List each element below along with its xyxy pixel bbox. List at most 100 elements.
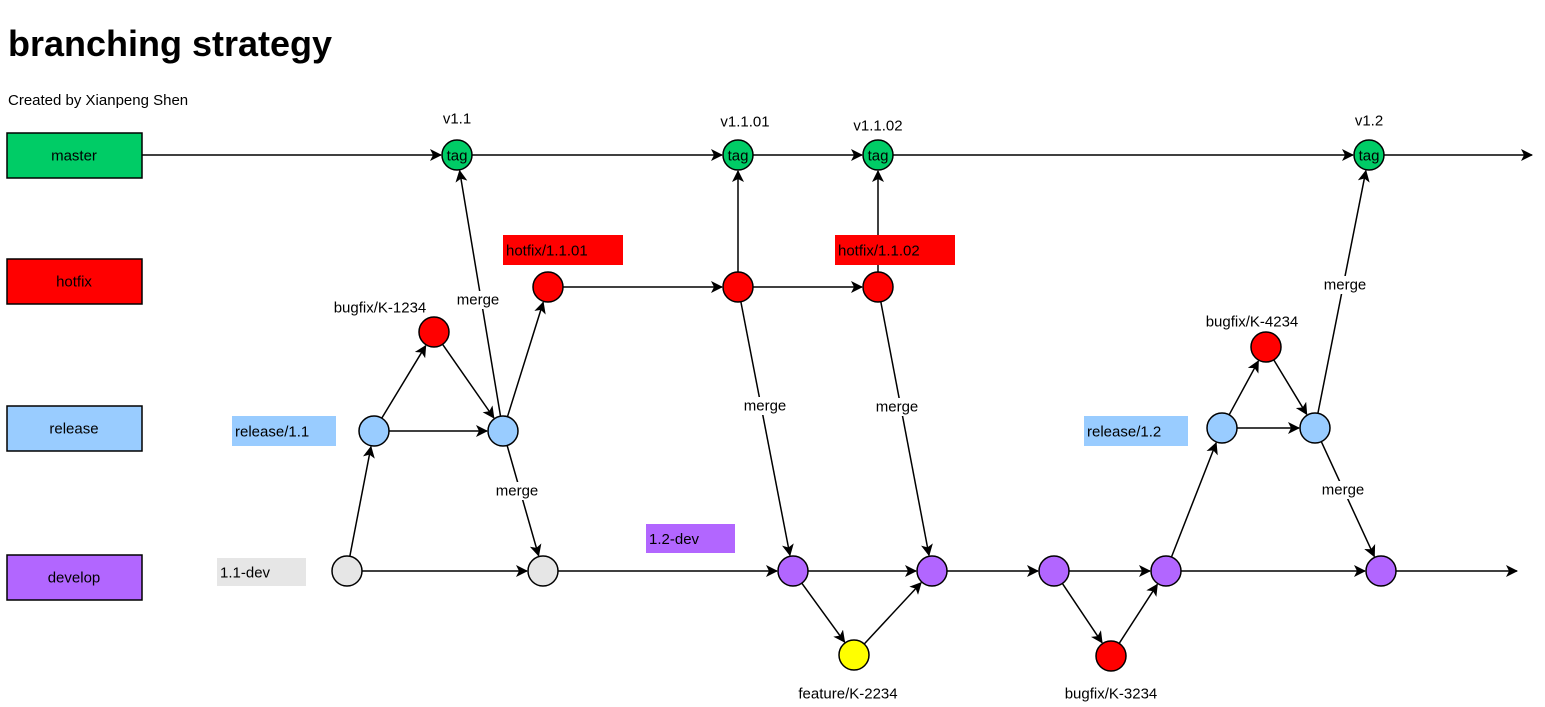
lane-develop-label: develop	[48, 570, 101, 587]
bugfix-node	[1250, 331, 1282, 363]
hotfix-node	[722, 271, 754, 303]
develop-node	[1365, 555, 1397, 587]
merge-label: merge	[496, 483, 539, 500]
merge-label: merge	[1322, 482, 1365, 499]
branch-name-bugfix-3: bugfix/K-3234	[1065, 686, 1158, 703]
diagram-title: branching strategy	[8, 23, 333, 64]
commit-node-d5	[1038, 555, 1070, 587]
branch-tag-hotfix-1-1-01: hotfix/1.1.01	[503, 235, 623, 265]
lane-develop: develop	[6, 554, 143, 601]
tag-node-text: tag	[868, 148, 889, 165]
commit-node-d2	[527, 555, 559, 587]
merge-label-bg	[739, 397, 791, 415]
commit-node-h2	[722, 271, 754, 303]
commit-node-h3	[862, 271, 894, 303]
branch-tag-hotfix-1-1-02-text: hotfix/1.1.02	[838, 243, 920, 260]
commit-node-d7	[1365, 555, 1397, 587]
edge-b4-to-r4	[1273, 359, 1308, 416]
branch-tag-dev-1-2-text: 1.2-dev	[649, 531, 700, 548]
edge-b1-to-r2	[441, 343, 495, 419]
edge-h2-to-d3	[740, 301, 794, 557]
release-node	[1299, 412, 1331, 444]
lane-hotfix-box	[6, 258, 143, 305]
branch-tag-hotfix-1-1-02: hotfix/1.1.02	[835, 235, 955, 265]
edge-d1-to-r1	[349, 445, 375, 557]
commit-node-r3	[1206, 412, 1238, 444]
branch-name-bugfix-4: bugfix/K-4234	[1206, 314, 1299, 331]
lane-develop-box	[6, 554, 143, 601]
edge-r3-to-b4	[1228, 360, 1260, 416]
branch-tag-hotfix-1-1-02-box	[835, 235, 955, 265]
lane-legend: master hotfix release develop	[6, 132, 143, 601]
branch-name-tags: hotfix/1.1.01 hotfix/1.1.02 release/1.1 rel…	[217, 235, 1188, 586]
edge-h3-to-d4	[880, 301, 933, 557]
commit-node-t4: tag	[1353, 139, 1385, 171]
merge-label: merge	[876, 399, 919, 416]
legacy-dev-node	[331, 555, 363, 587]
branch-tag-release-1-1-text: release/1.1	[235, 424, 309, 441]
commit-nodes: tag tag tag tag	[331, 139, 1397, 672]
commit-node-b1	[418, 316, 450, 348]
branch-name-bugfix-1: bugfix/K-1234	[334, 300, 427, 317]
merge-label-bg	[1317, 481, 1369, 499]
lane-master: master	[6, 132, 143, 179]
branch-tag-release-1-1: release/1.1	[232, 416, 336, 446]
edges	[142, 149, 1533, 645]
tag-node	[1353, 139, 1385, 171]
release-node	[1206, 412, 1238, 444]
lane-hotfix: hotfix	[6, 258, 143, 305]
lane-master-label: master	[51, 148, 97, 165]
merge-label-bg	[1319, 276, 1371, 294]
develop-node	[1150, 555, 1182, 587]
merge-label-bg	[871, 398, 923, 416]
lane-release-box	[6, 405, 143, 452]
version-label: v1.1.02	[853, 118, 902, 135]
lane-release: release	[6, 405, 143, 452]
commit-node-d4	[916, 555, 948, 587]
commit-node-b4	[1250, 331, 1282, 363]
feature-node	[838, 639, 870, 671]
branch-tag-release-1-2: release/1.2	[1084, 416, 1188, 446]
version-label: v1.1	[443, 111, 471, 128]
branch-tag-hotfix-1-1-01-box	[503, 235, 623, 265]
lane-release-label: release	[49, 421, 98, 438]
branch-tag-release-1-2-text: release/1.2	[1087, 424, 1161, 441]
author-credit: Created by Xianpeng Shen	[8, 92, 189, 109]
tag-node	[722, 139, 754, 171]
tag-node	[862, 139, 894, 171]
branch-tag-release-1-1-box	[232, 416, 336, 446]
edge-d6-to-r3	[1170, 441, 1218, 558]
commit-node-r2	[487, 415, 519, 447]
legacy-dev-node	[527, 555, 559, 587]
develop-node	[916, 555, 948, 587]
branch-tag-dev-1-1-text: 1.1-dev	[220, 565, 271, 582]
commit-node-r4	[1299, 412, 1331, 444]
commit-node-r1	[358, 415, 390, 447]
release-node	[358, 415, 390, 447]
tag-node	[441, 139, 473, 171]
edge-d3-to-f2	[801, 582, 846, 643]
branch-tag-dev-1-1: 1.1-dev	[217, 558, 306, 586]
commit-node-t2: tag	[722, 139, 754, 171]
branch-tag-dev-1-2-box	[646, 524, 735, 553]
commit-node-d1	[331, 555, 363, 587]
tag-node-text: tag	[728, 148, 749, 165]
edge-r4-to-d7	[1320, 441, 1376, 558]
edge-f2-to-d4	[863, 581, 922, 645]
merge-label-bg	[452, 291, 504, 309]
branch-tag-dev-1-2: 1.2-dev	[646, 524, 735, 553]
hotfix-node	[532, 271, 564, 303]
lane-hotfix-label: hotfix	[56, 274, 92, 291]
commit-node-t1: tag	[441, 139, 473, 171]
bugfix-node	[1095, 640, 1127, 672]
edge-b3-to-d6	[1118, 583, 1158, 644]
edge-d5-to-b3	[1061, 583, 1103, 644]
branch-tag-hotfix-1-1-01-text: hotfix/1.1.01	[506, 243, 588, 260]
merge-label: merge	[744, 398, 787, 415]
develop-node	[1038, 555, 1070, 587]
bugfix-node	[418, 316, 450, 348]
tag-node-text: tag	[447, 148, 468, 165]
commit-node-b3	[1095, 640, 1127, 672]
